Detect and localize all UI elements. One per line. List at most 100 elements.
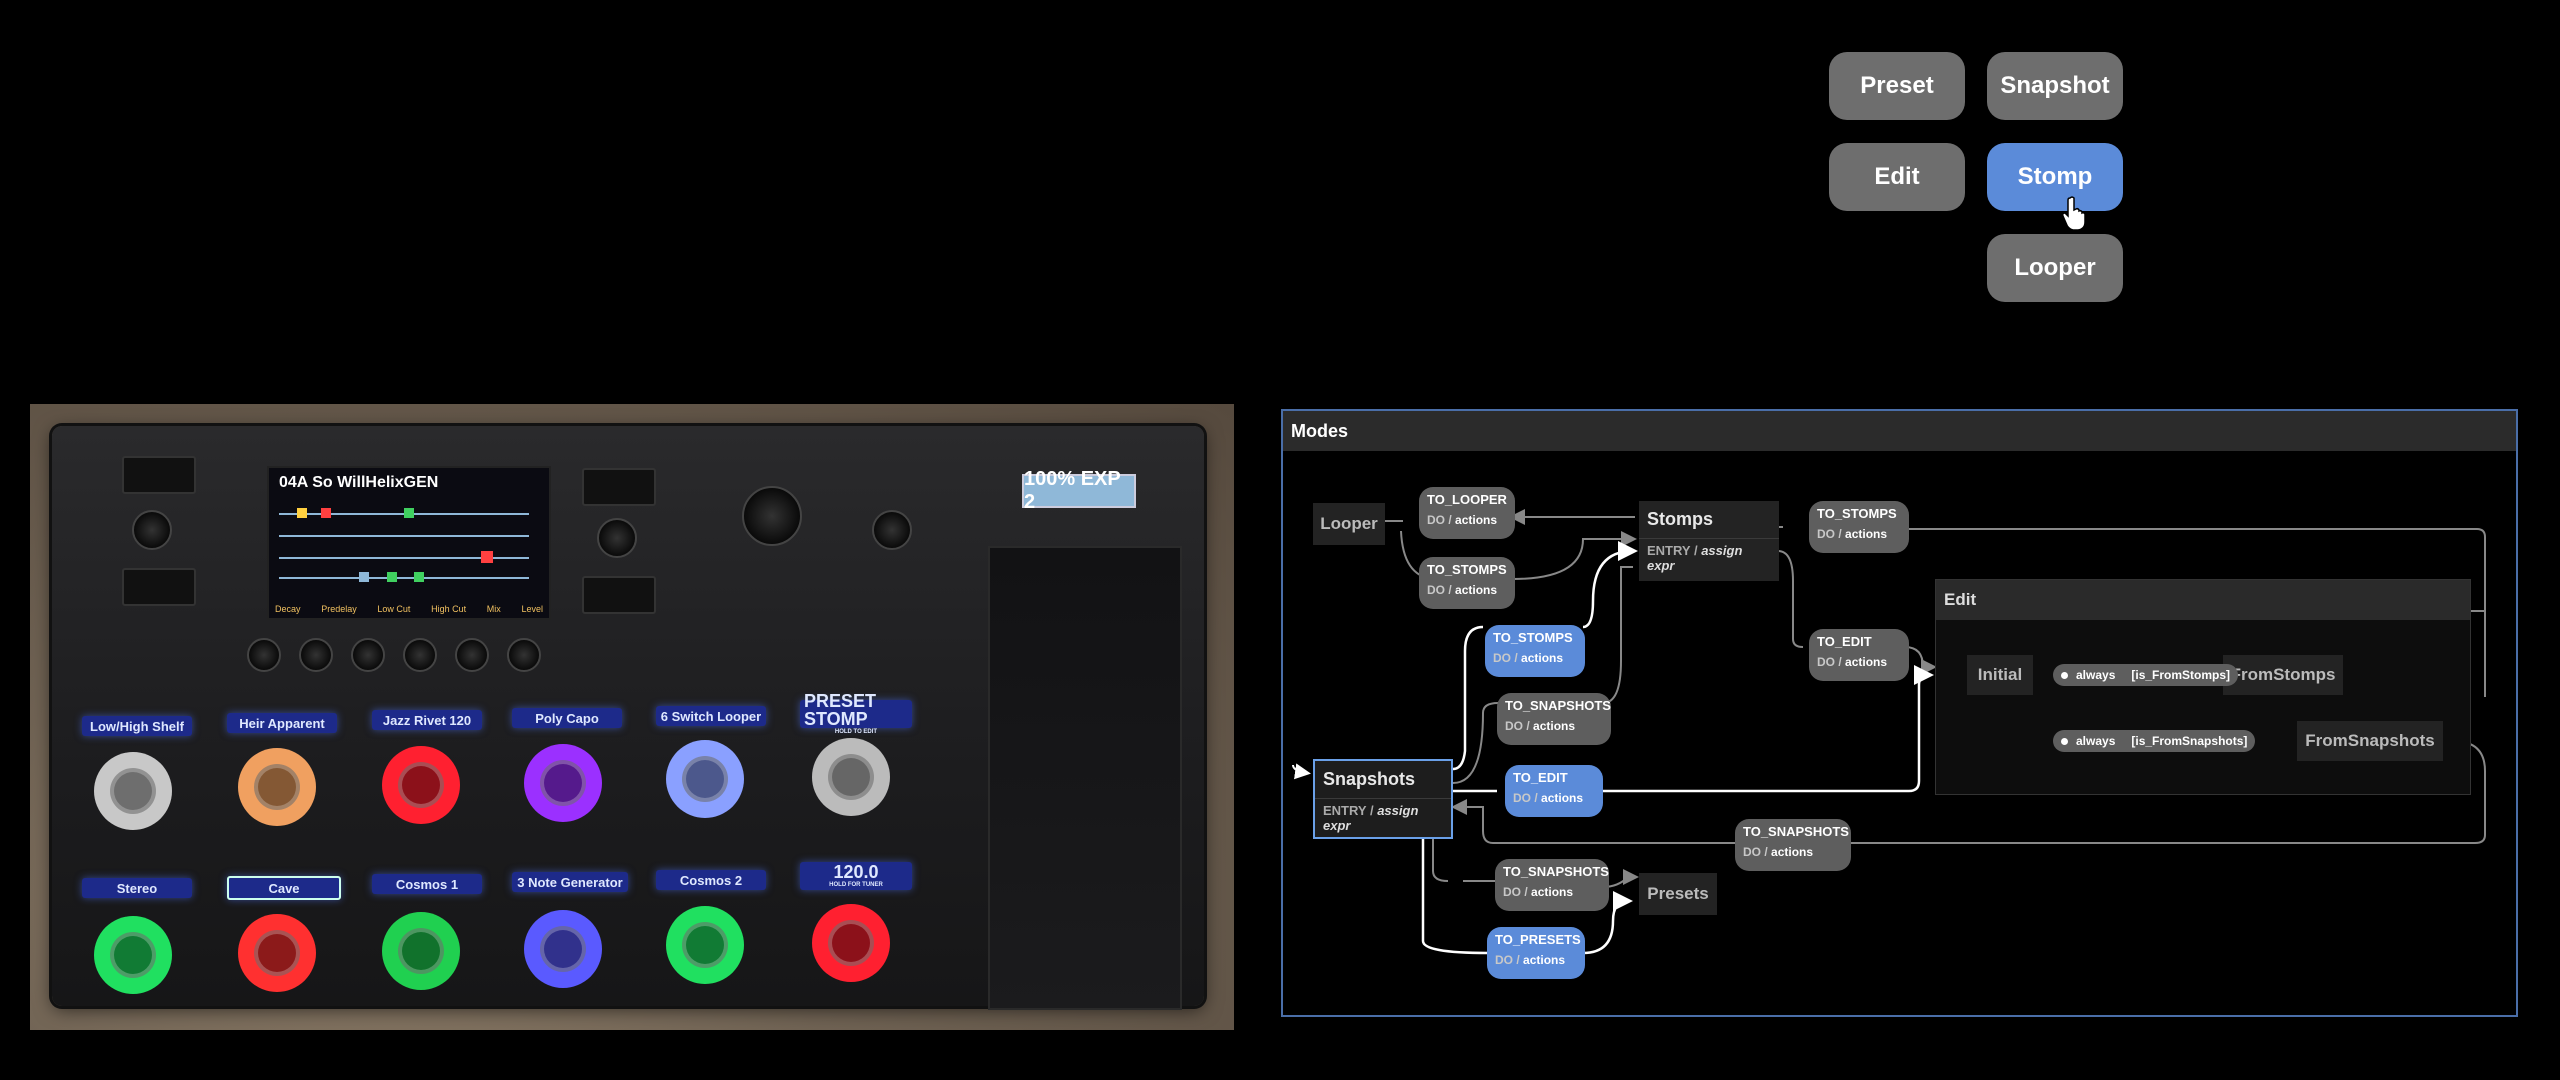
guard-from-snapshots: always [is_FromSnapshots] [2053, 730, 2256, 752]
param-label: Level [521, 604, 543, 614]
entry-action: assign expr [1647, 543, 1743, 573]
scribble-strip: Cosmos 1 [372, 874, 482, 894]
event-do: DO / actions [1817, 655, 1901, 669]
pedal-button [582, 576, 656, 614]
phones-knob [872, 510, 912, 550]
footswitch-bottom-1 [94, 916, 172, 994]
state-from-snapshots: FromSnapshots [2297, 721, 2443, 761]
scribble-strip: Low/High Shelf [82, 716, 192, 736]
event-to-snapshots-mid[interactable]: TO_SNAPSHOTS DO / actions [1497, 693, 1611, 745]
pedal-lcd-screen: 04A So WillHelixGEN Decay Predelay Low C… [267, 466, 551, 620]
do-label: DO / [1427, 513, 1452, 527]
scribble-strip: 120.0 HOLD FOR TUNER [800, 862, 912, 890]
footswitch-bottom-6 [812, 904, 890, 982]
param-knob [507, 638, 541, 672]
event-to-edit-from-stomps[interactable]: TO_EDIT DO / actions [1809, 629, 1909, 681]
state-entry-action: ENTRY / assign expr [1315, 798, 1451, 837]
event-name: TO_SNAPSHOTS [1503, 864, 1609, 879]
pedal-knob [132, 510, 172, 550]
event-name: TO_STOMPS [1427, 562, 1507, 577]
state-name: Stomps [1647, 509, 1714, 529]
param-knob [351, 638, 385, 672]
footswitch-bottom-4 [524, 910, 602, 988]
state-snapshots: Snapshots ENTRY / assign expr [1313, 759, 1453, 839]
scribble-strip: Stereo [82, 878, 192, 898]
state-presets: Presets [1639, 873, 1717, 915]
scribble-strip: Cave [227, 876, 341, 900]
event-do: DO / actions [1495, 953, 1577, 967]
event-to-snapshots-from-presets[interactable]: TO_SNAPSHOTS DO / actions [1495, 859, 1609, 911]
event-do: DO / actions [1427, 583, 1507, 597]
event-do: DO / actions [1743, 845, 1843, 859]
event-name: TO_STOMPS [1817, 506, 1897, 521]
do-label: DO / [1817, 527, 1842, 541]
footswitch-bottom-3 [382, 912, 460, 990]
event-do: DO / actions [1493, 651, 1577, 665]
do-label: DO / [1427, 583, 1452, 597]
event-to-edit-from-snapshots[interactable]: TO_EDIT DO / actions [1505, 765, 1603, 817]
event-name: TO_LOOPER [1427, 492, 1507, 507]
scribble-strip: Cosmos 2 [656, 870, 766, 890]
footswitch-top-3 [382, 746, 460, 824]
param-knob [299, 638, 333, 672]
do-label: DO / [1495, 953, 1520, 967]
pedal-photo: 04A So WillHelixGEN Decay Predelay Low C… [30, 404, 1234, 1030]
event-to-presets[interactable]: TO_PRESETS DO / actions [1487, 927, 1585, 979]
event-do: DO / actions [1817, 527, 1901, 541]
dot-icon [2061, 737, 2068, 745]
scribble-strip: 6 Switch Looper [656, 706, 766, 726]
statechart-title: Modes [1283, 411, 2516, 451]
footswitch-top-5 [666, 740, 744, 818]
param-label: Low Cut [377, 604, 411, 614]
event-name: TO_EDIT [1513, 770, 1568, 785]
dot-icon [2061, 671, 2068, 679]
actions-label: actions [1531, 885, 1574, 899]
actions-label: actions [1455, 583, 1498, 597]
hand-cursor-icon [2062, 196, 2086, 231]
looper-button[interactable]: Looper [1987, 234, 2123, 302]
stomp-button[interactable]: Stomp [1987, 143, 2123, 211]
do-label: DO / [1743, 845, 1768, 859]
param-knob [455, 638, 489, 672]
scribble-sub-text: HOLD FOR TUNER [829, 882, 883, 888]
preset-button[interactable]: Preset [1829, 52, 1965, 120]
snapshot-button[interactable]: Snapshot [1987, 52, 2123, 120]
state-stomps: Stomps ENTRY / assign expr [1639, 501, 1779, 581]
statechart-panel: Modes [1281, 409, 2518, 1017]
event-do: DO / actions [1505, 719, 1603, 733]
event-do: DO / actions [1513, 791, 1595, 805]
event-name: TO_SNAPSHOTS [1505, 698, 1611, 713]
expression-pedal [988, 546, 1182, 1010]
event-name: TO_PRESETS [1495, 932, 1581, 947]
edit-button[interactable]: Edit [1829, 143, 1965, 211]
entry-label: ENTRY / [1647, 543, 1698, 558]
pedal-knob [597, 518, 637, 558]
state-looper: Looper [1313, 503, 1385, 545]
guard-condition: [is_FromSnapshots] [2131, 734, 2248, 748]
actions-label: actions [1455, 513, 1498, 527]
event-name: TO_SNAPSHOTS [1743, 824, 1849, 839]
event-to-snapshots-from-edit[interactable]: TO_SNAPSHOTS DO / actions [1735, 819, 1851, 871]
footswitch-bottom-2 [238, 914, 316, 992]
event-do: DO / actions [1503, 885, 1601, 899]
guard-from-stomps: always [is_FromStomps] [2053, 664, 2239, 686]
actions-label: actions [1533, 719, 1576, 733]
scribble-strip: Heir Apparent [227, 713, 337, 733]
do-label: DO / [1503, 885, 1528, 899]
guard-always: always [2076, 668, 2116, 682]
event-to-stomps-from-looper[interactable]: TO_STOMPS DO / actions [1419, 557, 1515, 609]
state-name: Snapshots [1323, 769, 1416, 789]
event-name: TO_STOMPS [1493, 630, 1573, 645]
actions-label: actions [1771, 845, 1814, 859]
screen-parameter-labels: Decay Predelay Low Cut High Cut Mix Leve… [275, 604, 543, 614]
footswitch-top-1 [94, 752, 172, 830]
event-to-stomps-from-snapshots[interactable]: TO_STOMPS DO / actions [1485, 625, 1585, 677]
event-name: TO_EDIT [1817, 634, 1872, 649]
scribble-sub-text: HOLD TO EDIT [834, 729, 878, 735]
footswitch-top-2 [238, 748, 316, 826]
event-to-stomps-right[interactable]: TO_STOMPS DO / actions [1809, 501, 1909, 553]
pedal-button [122, 456, 196, 494]
param-label: Predelay [321, 604, 357, 614]
state-entry-action: ENTRY / assign expr [1639, 538, 1779, 577]
event-to-looper[interactable]: TO_LOOPER DO / actions [1419, 487, 1515, 539]
